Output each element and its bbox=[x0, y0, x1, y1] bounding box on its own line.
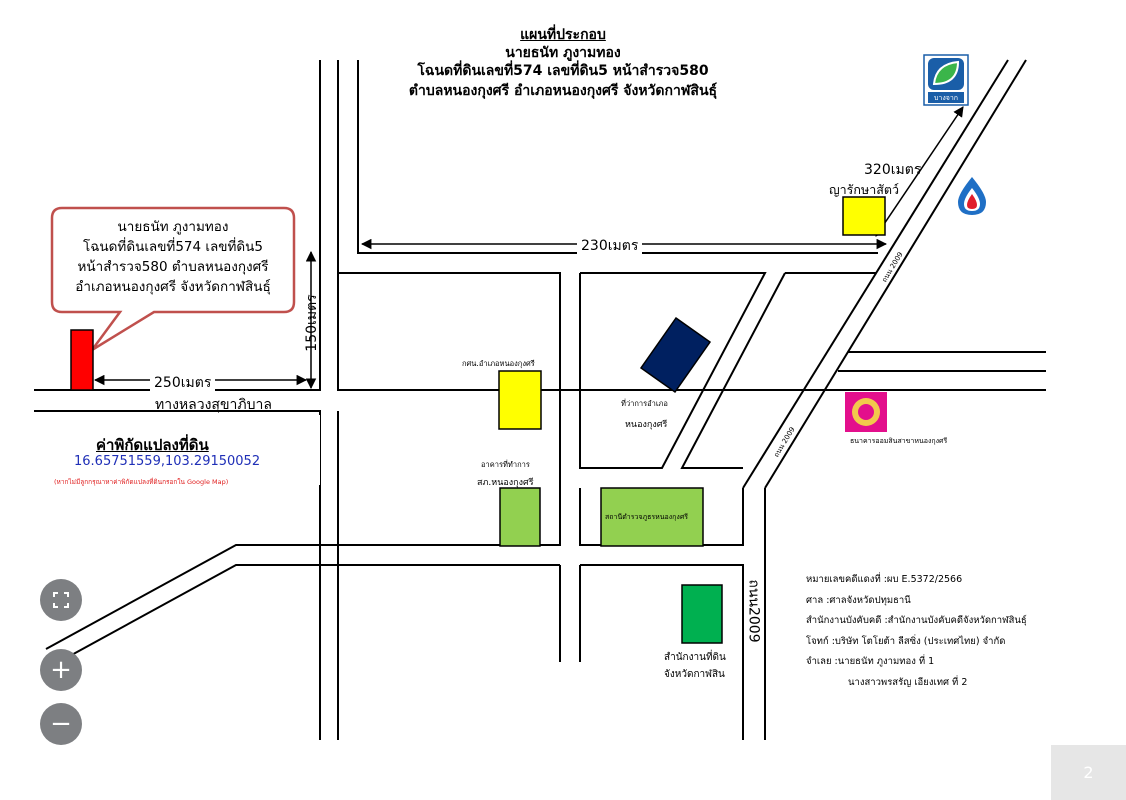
land-office-building bbox=[681, 584, 723, 644]
bangchak-icon bbox=[923, 54, 969, 106]
defendant-2: นางสาวพรสรัญ เอียงเทศ ที่ 2 bbox=[848, 676, 968, 688]
fullscreen-icon bbox=[53, 592, 69, 608]
road-edge bbox=[34, 410, 321, 740]
bangchak-logo-text: บางจาก bbox=[933, 94, 959, 102]
road-label-sukhaphiban: ทางหลวงสุขาภิบาล bbox=[155, 397, 272, 413]
police-station-label: สถานีตำรวจภูธรหนองกุงศรี bbox=[605, 513, 689, 521]
police-building bbox=[499, 487, 541, 547]
road-lines bbox=[34, 59, 1046, 740]
distance-230m: 230เมตร bbox=[577, 235, 643, 257]
savings-bank-label: ธนาคารออมสินสาขาหนองกุงศรี bbox=[850, 437, 948, 445]
court: ศาล :ศาลจังหวัดปทุมธานี bbox=[806, 594, 911, 606]
road-edge bbox=[34, 60, 321, 391]
enforcement-office: สำนักงานบังคับคดี :สำนักงานบังคับคดีจังห… bbox=[806, 615, 1027, 626]
map-title: แผนที่ประกอบ bbox=[520, 27, 606, 43]
owner-name: นายธนัท ภูงามทอง bbox=[505, 45, 621, 61]
distance-150m: 150เมตร bbox=[304, 294, 320, 352]
callout-text: นายธนัท ภูงามทอง โฉนดที่ดินเลขที่574 เลข… bbox=[54, 217, 292, 297]
nfe-building bbox=[498, 370, 542, 430]
arrow-320m bbox=[875, 106, 964, 237]
district-office-label: หนองกุงศรี bbox=[625, 420, 668, 430]
road-edge bbox=[357, 60, 878, 254]
callout-line: หน้าสำรวจ580 ตำบลหนองกุงศรี bbox=[77, 259, 269, 275]
fullscreen-button[interactable] bbox=[40, 579, 82, 621]
police-building-label: อาคารที่ทำการ bbox=[481, 460, 530, 469]
zoom-in-button[interactable]: + bbox=[40, 649, 82, 691]
callout-line: อำเภอหนองกุงศรี จังหวัดกาฬสินธุ์ bbox=[75, 279, 271, 295]
coords-note: (หากไม่มีลูกกรุณาหาค่าพิกัดแปลงที่ดินกรอ… bbox=[54, 478, 229, 486]
district-office-label: ที่ว่าการอำเภอ bbox=[621, 399, 668, 408]
vet-clinic-building bbox=[842, 196, 886, 236]
road-edge bbox=[579, 272, 767, 469]
vet-clinic-label: ญารักษาสัตว์ bbox=[829, 182, 899, 197]
coords-heading: ค่าพิกัดแปลงที่ดิน bbox=[96, 436, 209, 454]
district-office-building bbox=[639, 316, 712, 394]
road-edge bbox=[680, 272, 786, 469]
distance-320m: 320เมตร bbox=[864, 162, 922, 178]
deed-info: โฉนดที่ดินเลขที่574 เลขที่ดิน5 หน้าสำรวจ… bbox=[417, 63, 709, 79]
callout-line: นายธนัท ภูงามทอง bbox=[117, 219, 229, 235]
nfe-label: กศน.อำเภอหนองกุงศรี bbox=[462, 359, 535, 368]
case-info: หมายเลขคดีแดงที่ :ผบ E.5372/2566 ศาล :ศา… bbox=[806, 570, 1027, 693]
distance-250m: 250เมตร bbox=[150, 372, 216, 394]
zoom-out-button[interactable]: − bbox=[40, 703, 82, 745]
savings-bank-icon bbox=[845, 392, 887, 432]
police-building-label: สภ.หนองกุงศรี bbox=[477, 478, 534, 488]
road-edge bbox=[45, 564, 560, 670]
callout-line: โฉนดที่ดินเลขที่574 เลขที่ดิน5 bbox=[82, 239, 263, 255]
plaintiff: โจทก์ :บริษัท โตโยต้า ลีสซิ่ง (ประเทศไทย… bbox=[806, 635, 1006, 647]
case-number: หมายเลขคดีแดงที่ :ผบ E.5372/2566 bbox=[806, 574, 963, 585]
land-office-label: สำนักงานที่ดิน bbox=[664, 652, 726, 663]
police-station-building bbox=[600, 487, 704, 547]
road-edge bbox=[338, 272, 561, 488]
page-number: 2 bbox=[1051, 745, 1126, 800]
ptt-icon bbox=[958, 177, 986, 215]
location-info: ตำบลหนองกุงศรี อำเภอหนองกุงศรี จังหวัดกา… bbox=[408, 83, 718, 99]
road-label-2009: ถนน2009 bbox=[745, 579, 762, 643]
road-edge bbox=[580, 564, 744, 740]
callout bbox=[50, 206, 296, 352]
road-edge bbox=[764, 59, 1027, 489]
road-edge bbox=[45, 488, 561, 650]
land-office-label: จังหวัดกาฬสิน bbox=[664, 669, 725, 680]
plot-marker bbox=[70, 329, 94, 391]
defendant-1: จำเลย :นายธนัท ภูงามทอง ที่ 1 bbox=[806, 656, 935, 667]
coords-value: 16.65751559,103.29150052 bbox=[74, 454, 261, 469]
